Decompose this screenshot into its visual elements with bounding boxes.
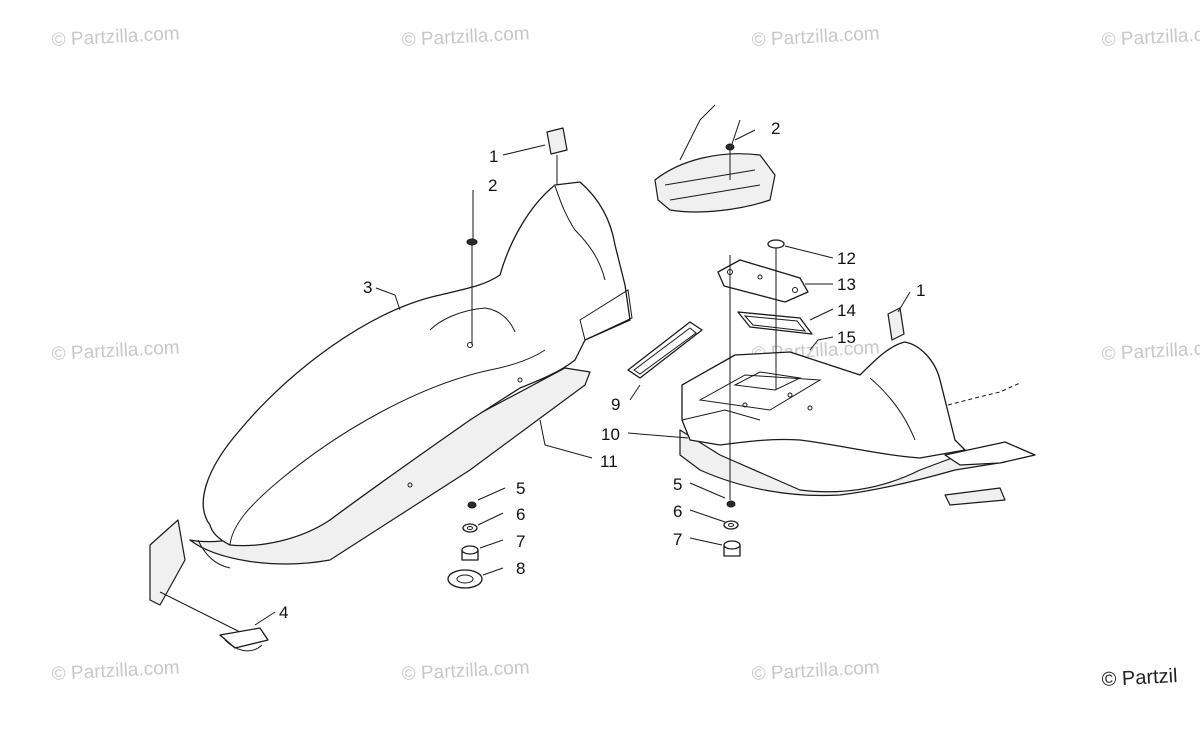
callout-15: 15: [837, 328, 856, 347]
callout-9: 9: [611, 395, 620, 414]
callout-11: 11: [600, 452, 618, 471]
watermark: © Partzilla.com: [51, 23, 180, 51]
watermark: © Partzilla.com: [401, 657, 530, 685]
rear-frame-outline: [944, 382, 1036, 506]
hardware-stack-front: [447, 501, 483, 589]
watermark: © Partzilla.com: [1101, 23, 1200, 51]
watermark: © Partzilla.com: [751, 23, 880, 51]
callout-10: 10: [601, 425, 620, 444]
screw-front: [466, 238, 478, 262]
watermark: © Partzilla.com: [1101, 337, 1200, 365]
push-pin: [767, 239, 785, 258]
gasket-front: [627, 321, 703, 379]
callout-4: 4: [279, 603, 288, 622]
callout-1-rear: 1: [916, 281, 925, 300]
callout-1: 1: [489, 147, 498, 166]
callout-13: 13: [837, 275, 856, 294]
mount-bracket: [717, 259, 809, 303]
callout-2-rear: 2: [771, 119, 780, 138]
bumper-pad-front: [546, 127, 568, 155]
nose-plate-and-clip: [149, 519, 269, 652]
callout-8: 8: [516, 559, 525, 578]
watermark: © Partzilla.com: [401, 23, 530, 51]
watermark-corner: © Partzil: [1101, 665, 1178, 691]
hood-body: [197, 181, 633, 569]
assembly-lines: [471, 155, 777, 500]
screw-rear: [725, 143, 735, 166]
callout-5: 5: [516, 479, 525, 498]
callout-5-rear: 5: [673, 475, 682, 494]
watermark: © Partzilla.com: [51, 337, 180, 365]
hardware-stack-rear: [723, 500, 741, 557]
callout-leaders: [254, 129, 911, 626]
callout-2: 2: [488, 176, 497, 195]
callout-labels: 1 2 3 4 5 6 7 8 9 10 11 12 13 14 15 2 1 …: [279, 119, 925, 622]
callout-7-rear: 7: [673, 530, 682, 549]
watermark: © Partzilla.com: [751, 657, 880, 685]
watermark-layer: © Partzilla.com © Partzilla.com © Partzi…: [51, 23, 1200, 691]
gasket-rear: [737, 311, 813, 335]
bumper-pad-rear: [887, 307, 905, 341]
watermark: © Partzilla.com: [51, 657, 180, 685]
callout-6: 6: [516, 505, 525, 524]
callout-3: 3: [363, 278, 372, 297]
callout-6-rear: 6: [673, 502, 682, 521]
callout-14: 14: [837, 301, 856, 320]
rear-floor-pan: [679, 429, 1006, 497]
callout-7: 7: [516, 532, 525, 551]
callout-12: 12: [837, 249, 856, 268]
console-section: [654, 104, 776, 213]
